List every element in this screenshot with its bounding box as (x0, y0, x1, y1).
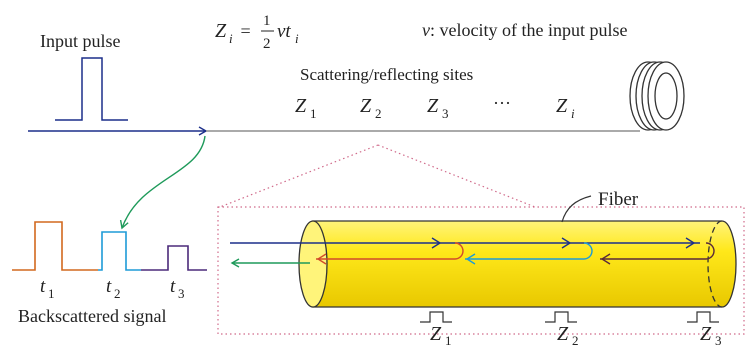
site-label-z2-sub: 2 (375, 106, 382, 121)
site-label-z2: Z (360, 95, 372, 117)
site-label-z1: Z (295, 95, 307, 117)
input-pulse-label: Input pulse (40, 31, 121, 51)
backscatter-arrow (119, 135, 206, 230)
fiber-marker-z3-sub: 3 (715, 333, 722, 346)
zoom-lines (219, 144, 536, 208)
zoom-box (217, 206, 745, 335)
formula-rhs-sub: i (295, 31, 299, 46)
fiber-marker-z2-sub: 2 (572, 333, 579, 346)
formula-equals: = (236, 21, 255, 41)
input-pulse-shape (55, 57, 128, 121)
return-arrowhead-1 (316, 253, 327, 265)
formula-rhs-var: vt (277, 21, 291, 42)
site-label-zi: Z (556, 95, 568, 117)
fiber-front-face (298, 220, 328, 308)
fiber-label: Fiber (598, 189, 639, 210)
site-ellipsis: ··· (493, 93, 511, 113)
site-label-z3-sub: 3 (442, 106, 449, 121)
signal-pulse-1 (12, 221, 98, 271)
time-label-t1-sub: 1 (48, 286, 55, 301)
return-arrowhead-2 (465, 253, 476, 265)
fiber-marker-pulse-3 (687, 311, 719, 323)
formula-lhs-sub: i (229, 31, 233, 46)
return-path-1 (316, 242, 464, 260)
fiber-marker-z2: Z (557, 323, 569, 345)
fiber-body (312, 220, 737, 308)
time-label-t1: t (40, 276, 46, 297)
time-label-t2: t (106, 276, 112, 297)
distance-formula: Z i = 1 2 vt i (215, 13, 299, 52)
site-label-zi-sub: i (571, 106, 575, 121)
site-label-z1-sub: 1 (310, 106, 317, 121)
fiber-spool-icon (629, 61, 685, 131)
fiber-cylinder (298, 220, 737, 308)
velocity-symbol: v (422, 20, 430, 40)
fiber-marker-pulse-2 (545, 311, 577, 323)
time-label-t3-sub: 3 (178, 286, 185, 301)
fiber-marker-z1-sub: 1 (445, 333, 452, 346)
forward-arrowhead-2 (561, 237, 572, 249)
time-label-t2-sub: 2 (114, 286, 121, 301)
signal-pulse-2 (98, 231, 141, 271)
velocity-note: v: velocity of the input pulse (422, 20, 627, 40)
return-arrowhead-3 (600, 253, 611, 265)
signal-pulse-3 (141, 245, 207, 271)
fiber-label-pointer (561, 195, 592, 223)
formula-fraction-numerator: 1 (263, 13, 271, 29)
return-path-2 (465, 242, 593, 260)
forward-arrowhead-3 (685, 237, 696, 249)
formula-lhs-base: Z (215, 20, 227, 42)
velocity-text: : velocity of the input pulse (430, 20, 627, 40)
return-path-3 (600, 242, 715, 260)
fiber-marker-z3: Z (700, 323, 712, 345)
fiber-marker-pulse-1 (420, 311, 452, 323)
site-label-z3: Z (427, 95, 439, 117)
forward-arrowhead-1 (431, 237, 442, 249)
scattering-sites-label: Scattering/reflecting sites (300, 65, 473, 84)
backscattered-signal (12, 221, 207, 271)
formula-fraction-denominator: 2 (263, 36, 271, 52)
backscattered-signal-label: Backscattered signal (18, 306, 166, 326)
time-label-t3: t (170, 276, 176, 297)
fiber-marker-z1: Z (430, 323, 442, 345)
